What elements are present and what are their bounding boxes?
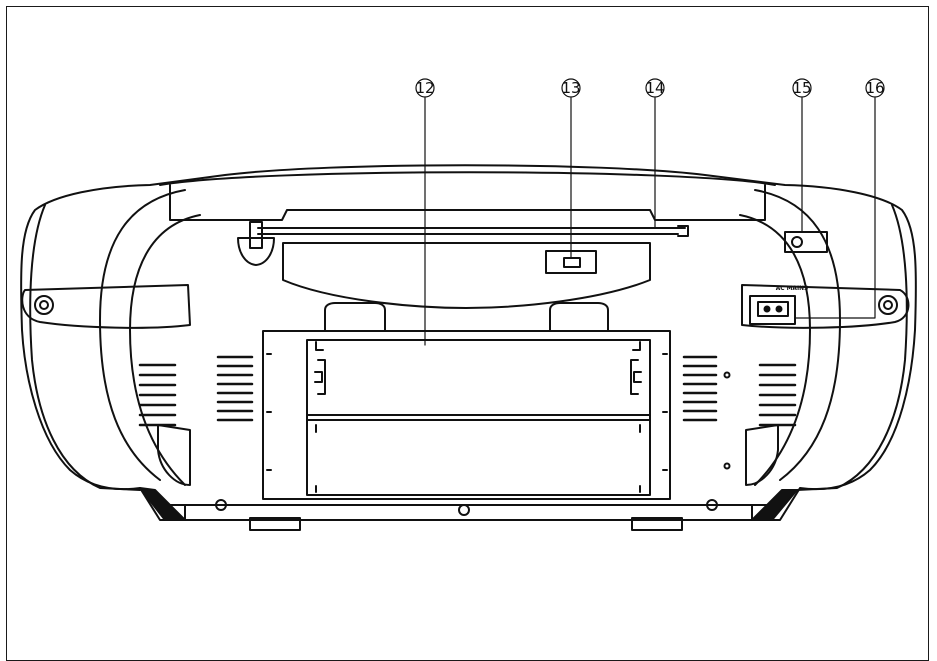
leader-line-16 <box>794 97 876 319</box>
battery-divider <box>306 414 651 421</box>
callout-circle-15 <box>792 78 812 98</box>
battery-compartment-inner <box>306 339 651 496</box>
callout-label-12: 12 <box>415 79 434 97</box>
right-outer-shell <box>796 204 908 491</box>
battery-compartment-outer <box>262 330 671 500</box>
battery-clip-left <box>314 359 326 395</box>
callout-label-16: 16 <box>865 79 884 97</box>
body-outline <box>20 164 917 521</box>
battery-corner-marks <box>315 341 641 493</box>
base-line-2 <box>184 504 753 521</box>
small-hole-2 <box>723 462 731 470</box>
antenna-pivot <box>249 221 263 249</box>
callout-label-14: 14 <box>645 79 664 97</box>
vent-far-right <box>758 363 797 427</box>
vent-left <box>216 355 254 422</box>
left-handle-pivot-inner <box>39 300 49 310</box>
screw-left <box>215 499 227 511</box>
right-handle-pivot <box>878 295 898 315</box>
left-handle <box>21 284 191 329</box>
left-lower-panel <box>157 424 191 486</box>
small-hole-1 <box>723 371 731 379</box>
right-side-curve <box>754 189 841 481</box>
shelf-panel <box>282 242 651 309</box>
right-corner-foot <box>751 489 798 521</box>
left-side-curve <box>99 189 186 481</box>
antenna-rod <box>257 227 686 235</box>
battery-clip-right <box>630 359 642 395</box>
ac-mains-pin-right <box>775 305 783 313</box>
callout-circle-13 <box>561 78 581 98</box>
top-rim <box>159 171 776 186</box>
callout-label-13: 13 <box>561 79 580 97</box>
ac-mains-label: AC MAINS <box>776 284 808 292</box>
vent-right <box>682 355 718 422</box>
right-lower-panel <box>745 424 779 486</box>
ac-mains-pin-left <box>763 305 771 313</box>
screw-right <box>706 499 718 511</box>
antenna-holder <box>237 237 275 266</box>
selector-switch-knob <box>563 257 581 268</box>
left-foot <box>249 517 301 531</box>
right-foot <box>631 517 683 531</box>
left-corner-foot <box>139 487 186 521</box>
screw-center <box>458 504 470 516</box>
ac-mains-socket <box>749 295 796 325</box>
voltage-selector-knob <box>791 236 803 248</box>
right-handle <box>741 284 910 329</box>
callout-circle-14 <box>645 78 665 98</box>
callout-label-15: 15 <box>792 79 811 97</box>
ac-mains-socket-inner <box>757 301 789 317</box>
left-outer-shell <box>29 204 141 491</box>
voltage-selector-housing <box>784 231 828 253</box>
callout-circle-12 <box>415 78 435 98</box>
left-handle-pivot <box>34 295 54 315</box>
battery-tab-left <box>324 302 386 332</box>
vent-far-left <box>138 363 177 427</box>
battery-side-ticks <box>266 353 668 471</box>
battery-tab-right <box>549 302 609 332</box>
right-side-curve-inner <box>739 214 811 486</box>
callout-circle-16 <box>865 78 885 98</box>
antenna-tip <box>677 225 689 237</box>
top-panel <box>169 184 766 221</box>
right-handle-pivot-inner <box>883 300 893 310</box>
